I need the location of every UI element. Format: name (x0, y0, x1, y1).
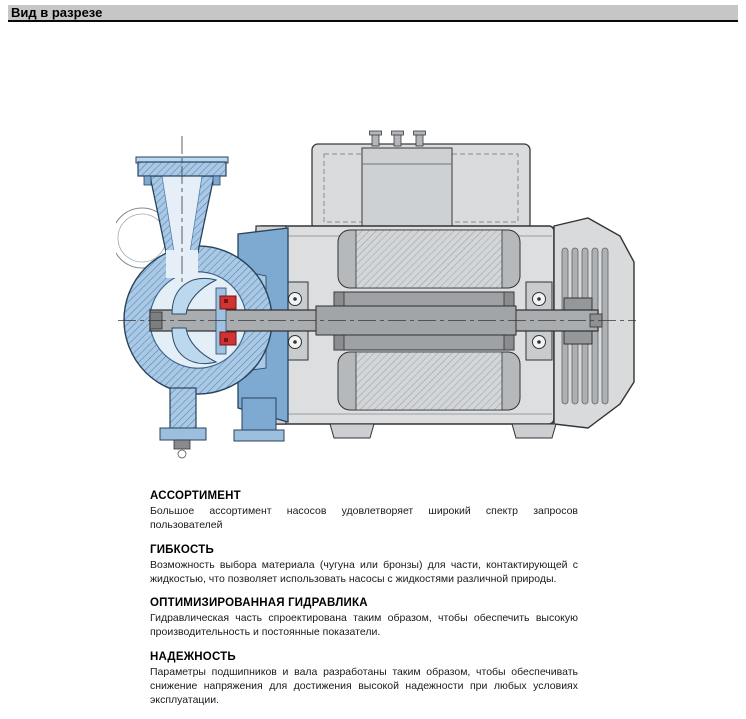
section-body: Параметры подшипников и вала разработаны… (150, 666, 578, 706)
pump-foot-icon (159, 387, 207, 459)
section-title: ОПТИМИЗИРОВАННАЯ ГИДРАВЛИКА (150, 597, 368, 610)
page-header: Вид в разрезе (8, 5, 738, 22)
pump-cross-section-illustration (111, 130, 642, 464)
feature-section-flexibility: ГИБКОСТЬ Возможность выбора материала (ч… (150, 544, 578, 587)
pump-cross-section-svg (111, 130, 636, 459)
motor-feet-icon (329, 423, 557, 439)
terminal-studs-icon (369, 130, 426, 147)
feature-section-hydraulics: ОПТИМИЗИРОВАННАЯ ГИДРАВЛИКА Гидравлическ… (150, 597, 578, 640)
section-title: ГИБКОСТЬ (150, 543, 214, 556)
feature-sections: АССОРТИМЕНТ Большое ассортимент насосов … (150, 490, 578, 719)
stator-icon (337, 229, 521, 411)
section-body: Гидравлическая часть спроектирована таки… (150, 612, 578, 639)
section-title: АССОРТИМЕНТ (150, 490, 241, 502)
section-body: Возможность выбора материала (чугуна или… (150, 558, 578, 585)
impeller-icon (171, 278, 227, 364)
centerline-icon (118, 136, 636, 321)
feature-section-reliability: НАДЕЖНОСТЬ Параметры подшипников и вала … (150, 651, 578, 708)
section-body: Большое ассортимент насосов удовлетворяе… (150, 505, 578, 531)
page-title: Вид в разрезе (11, 5, 103, 20)
terminal-box-icon (311, 130, 531, 231)
bearing-balls-icon (288, 292, 546, 349)
feature-section-assortment: АССОРТИМЕНТ Большое ассортимент насосов … (150, 490, 578, 533)
mechanical-seal-icon (219, 295, 237, 346)
section-title: НАДЕЖНОСТЬ (150, 651, 236, 664)
